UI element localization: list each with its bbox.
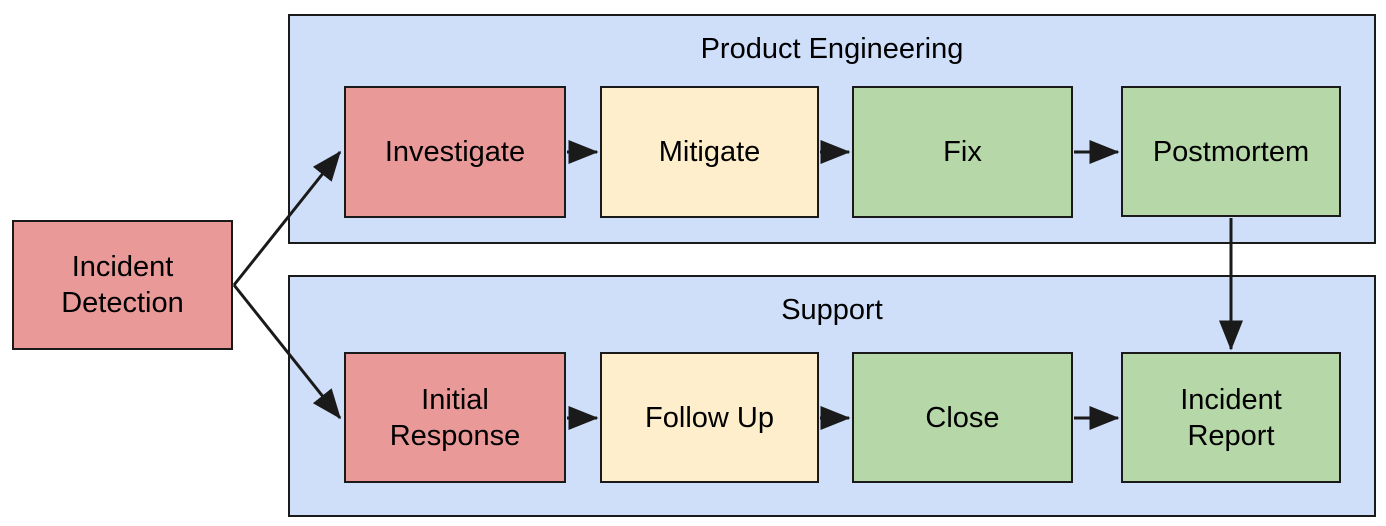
node-label-close: Close (925, 401, 1000, 434)
node-initial-response[interactable]: Initial Response (344, 352, 566, 483)
node-follow-up[interactable]: Follow Up (600, 352, 819, 483)
node-label-mitigate: Mitigate (658, 136, 761, 168)
lane-title-product-engineering: Product Engineering (700, 33, 964, 65)
node-label-investigate: Investigate (384, 136, 526, 168)
node-postmortem[interactable]: Postmortem (1121, 86, 1341, 217)
node-fix[interactable]: Fix (852, 86, 1073, 218)
node-label-fix: Fix (943, 136, 982, 168)
node-incident-report[interactable]: Incident Report (1121, 352, 1341, 483)
lane-title-support: Support (781, 294, 883, 326)
node-label-incident-report: Incident Report (1180, 383, 1282, 452)
node-close[interactable]: Close (852, 352, 1073, 483)
node-incident-detection[interactable]: Incident Detection (12, 220, 233, 350)
node-mitigate[interactable]: Mitigate (600, 86, 819, 218)
edge-detection-to-initial-response[interactable] (232, 284, 342, 420)
node-label-follow-up: Follow Up (645, 401, 774, 434)
node-label-postmortem: Postmortem (1152, 135, 1310, 168)
node-label-initial-response: Initial Response (389, 383, 521, 452)
node-label-incident-detection: Incident Detection (61, 251, 184, 319)
edge-detection-to-investigate[interactable] (232, 150, 342, 286)
node-investigate[interactable]: Investigate (344, 86, 566, 218)
